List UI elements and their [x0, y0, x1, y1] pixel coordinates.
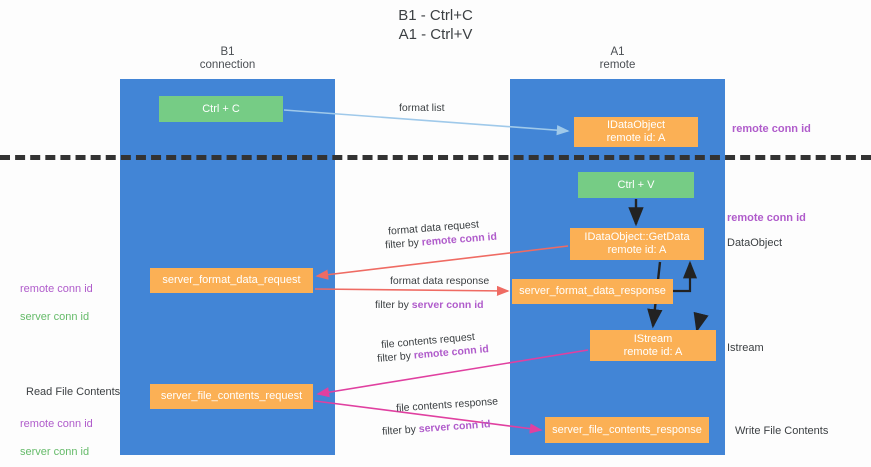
annotation-left-remote-conn-id: remote conn id	[20, 283, 93, 295]
annotation-left-conn-ids: remote conn id server conn id	[20, 268, 93, 338]
filter-key-server-conn-id: server conn id	[411, 299, 484, 311]
node-server-file-contents-request[interactable]: server_file_contents_request	[150, 384, 313, 409]
annotation-right-remote-conn-id-top: remote conn id	[732, 123, 811, 135]
annotation-left-read-file-contents: Read File Contents	[26, 386, 121, 398]
node-server-format-data-request[interactable]: server_format_data_request	[150, 268, 313, 293]
node-idataobject[interactable]: IDataObject remote id: A	[574, 117, 698, 147]
lane-header-a1: A1 remote	[599, 46, 636, 71]
lane-header-b1: B1 connection	[199, 46, 256, 71]
annotation-left-conn-ids-2: remote conn id server conn id	[20, 403, 93, 467]
edge-label-file-contents-response-filter: filter by server conn id	[382, 417, 491, 439]
annotation-right-write-file-contents: Write File Contents	[735, 425, 829, 437]
phase-divider	[0, 155, 871, 160]
annotation-left-server-conn-id: server conn id	[20, 311, 90, 323]
edge-label-format-data-response: format data response	[390, 275, 490, 287]
filter-prefix: filter by	[376, 349, 415, 365]
filter-prefix: filter by	[384, 236, 423, 252]
filter-prefix: filter by	[381, 423, 420, 438]
edge-format-data-response	[314, 285, 510, 297]
node-server-file-contents-response[interactable]: server_file_contents_response	[545, 417, 709, 443]
annotation-right-dataobject: DataObject	[727, 237, 783, 249]
node-istream[interactable]: IStream remote id: A	[590, 330, 716, 361]
filter-key-server-conn-id: server conn id	[418, 418, 491, 436]
node-ctrl-v[interactable]: Ctrl + V	[578, 172, 694, 198]
node-idataobject-getdata[interactable]: IDataObject::GetData remote id: A	[570, 228, 704, 260]
edge-label-format-list: format list	[399, 102, 445, 114]
annotation-left-remote-conn-id-2: remote conn id	[20, 418, 93, 430]
node-server-format-data-response[interactable]: server_format_data_response	[512, 279, 673, 304]
annotation-left-server-conn-id-2: server conn id	[20, 446, 90, 458]
filter-prefix: filter by	[375, 299, 412, 311]
edge-label-file-contents-response: file contents response	[395, 395, 499, 415]
node-ctrl-c[interactable]: Ctrl + C	[159, 96, 283, 122]
edge-label-format-data-response-filter: filter by server conn id	[375, 298, 484, 312]
annotation-right-remote-conn-id-mid: remote conn id	[727, 212, 806, 224]
page-title: B1 - Ctrl+C A1 - Ctrl+V	[398, 7, 473, 43]
annotation-right-istream: Istream	[727, 342, 764, 354]
